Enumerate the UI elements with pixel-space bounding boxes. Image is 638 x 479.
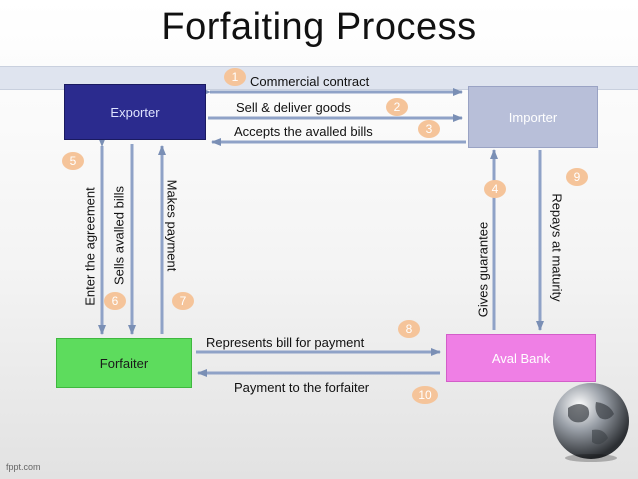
label-accepts-bills: Accepts the avalled bills xyxy=(234,124,373,139)
step-badge-3: 3 xyxy=(418,120,440,138)
label-sells-bills: Sells avalled bills xyxy=(111,186,127,285)
step-badge-9: 9 xyxy=(566,168,588,186)
step-badge-4: 4 xyxy=(484,180,506,198)
footer-credit: fppt.com xyxy=(6,462,41,472)
step-badge-10: 10 xyxy=(412,386,438,404)
step-badge-2: 2 xyxy=(386,98,408,116)
label-represents-bill: Represents bill for payment xyxy=(206,335,365,350)
label-enter-agreement: Enter the agreement xyxy=(82,187,98,306)
step-badge-5: 5 xyxy=(62,152,84,170)
label-sell-deliver: Sell & deliver goods xyxy=(236,100,351,115)
globe-icon xyxy=(553,383,629,462)
step-badge-7: 7 xyxy=(172,292,194,310)
node-importer: Importer xyxy=(468,86,598,148)
node-forfaiter: Forfaiter xyxy=(56,338,192,388)
page-title: Forfaiting Process xyxy=(161,6,477,48)
label-payment-forfaiter: Payment to the forfaiter xyxy=(234,380,370,395)
label-commercial-contract: Commercial contract xyxy=(250,74,370,89)
label-gives-guarantee: Gives guarantee xyxy=(475,221,491,318)
step-badge-1: 1 xyxy=(224,68,246,86)
step-badge-8: 8 xyxy=(398,320,420,338)
label-makes-payment: Makes payment xyxy=(164,179,180,272)
node-aval-bank: Aval Bank xyxy=(446,334,596,382)
node-exporter: Exporter xyxy=(64,84,206,140)
step-badge-6: 6 xyxy=(104,292,126,310)
label-repays-maturity: Repays at maturity xyxy=(549,193,565,302)
